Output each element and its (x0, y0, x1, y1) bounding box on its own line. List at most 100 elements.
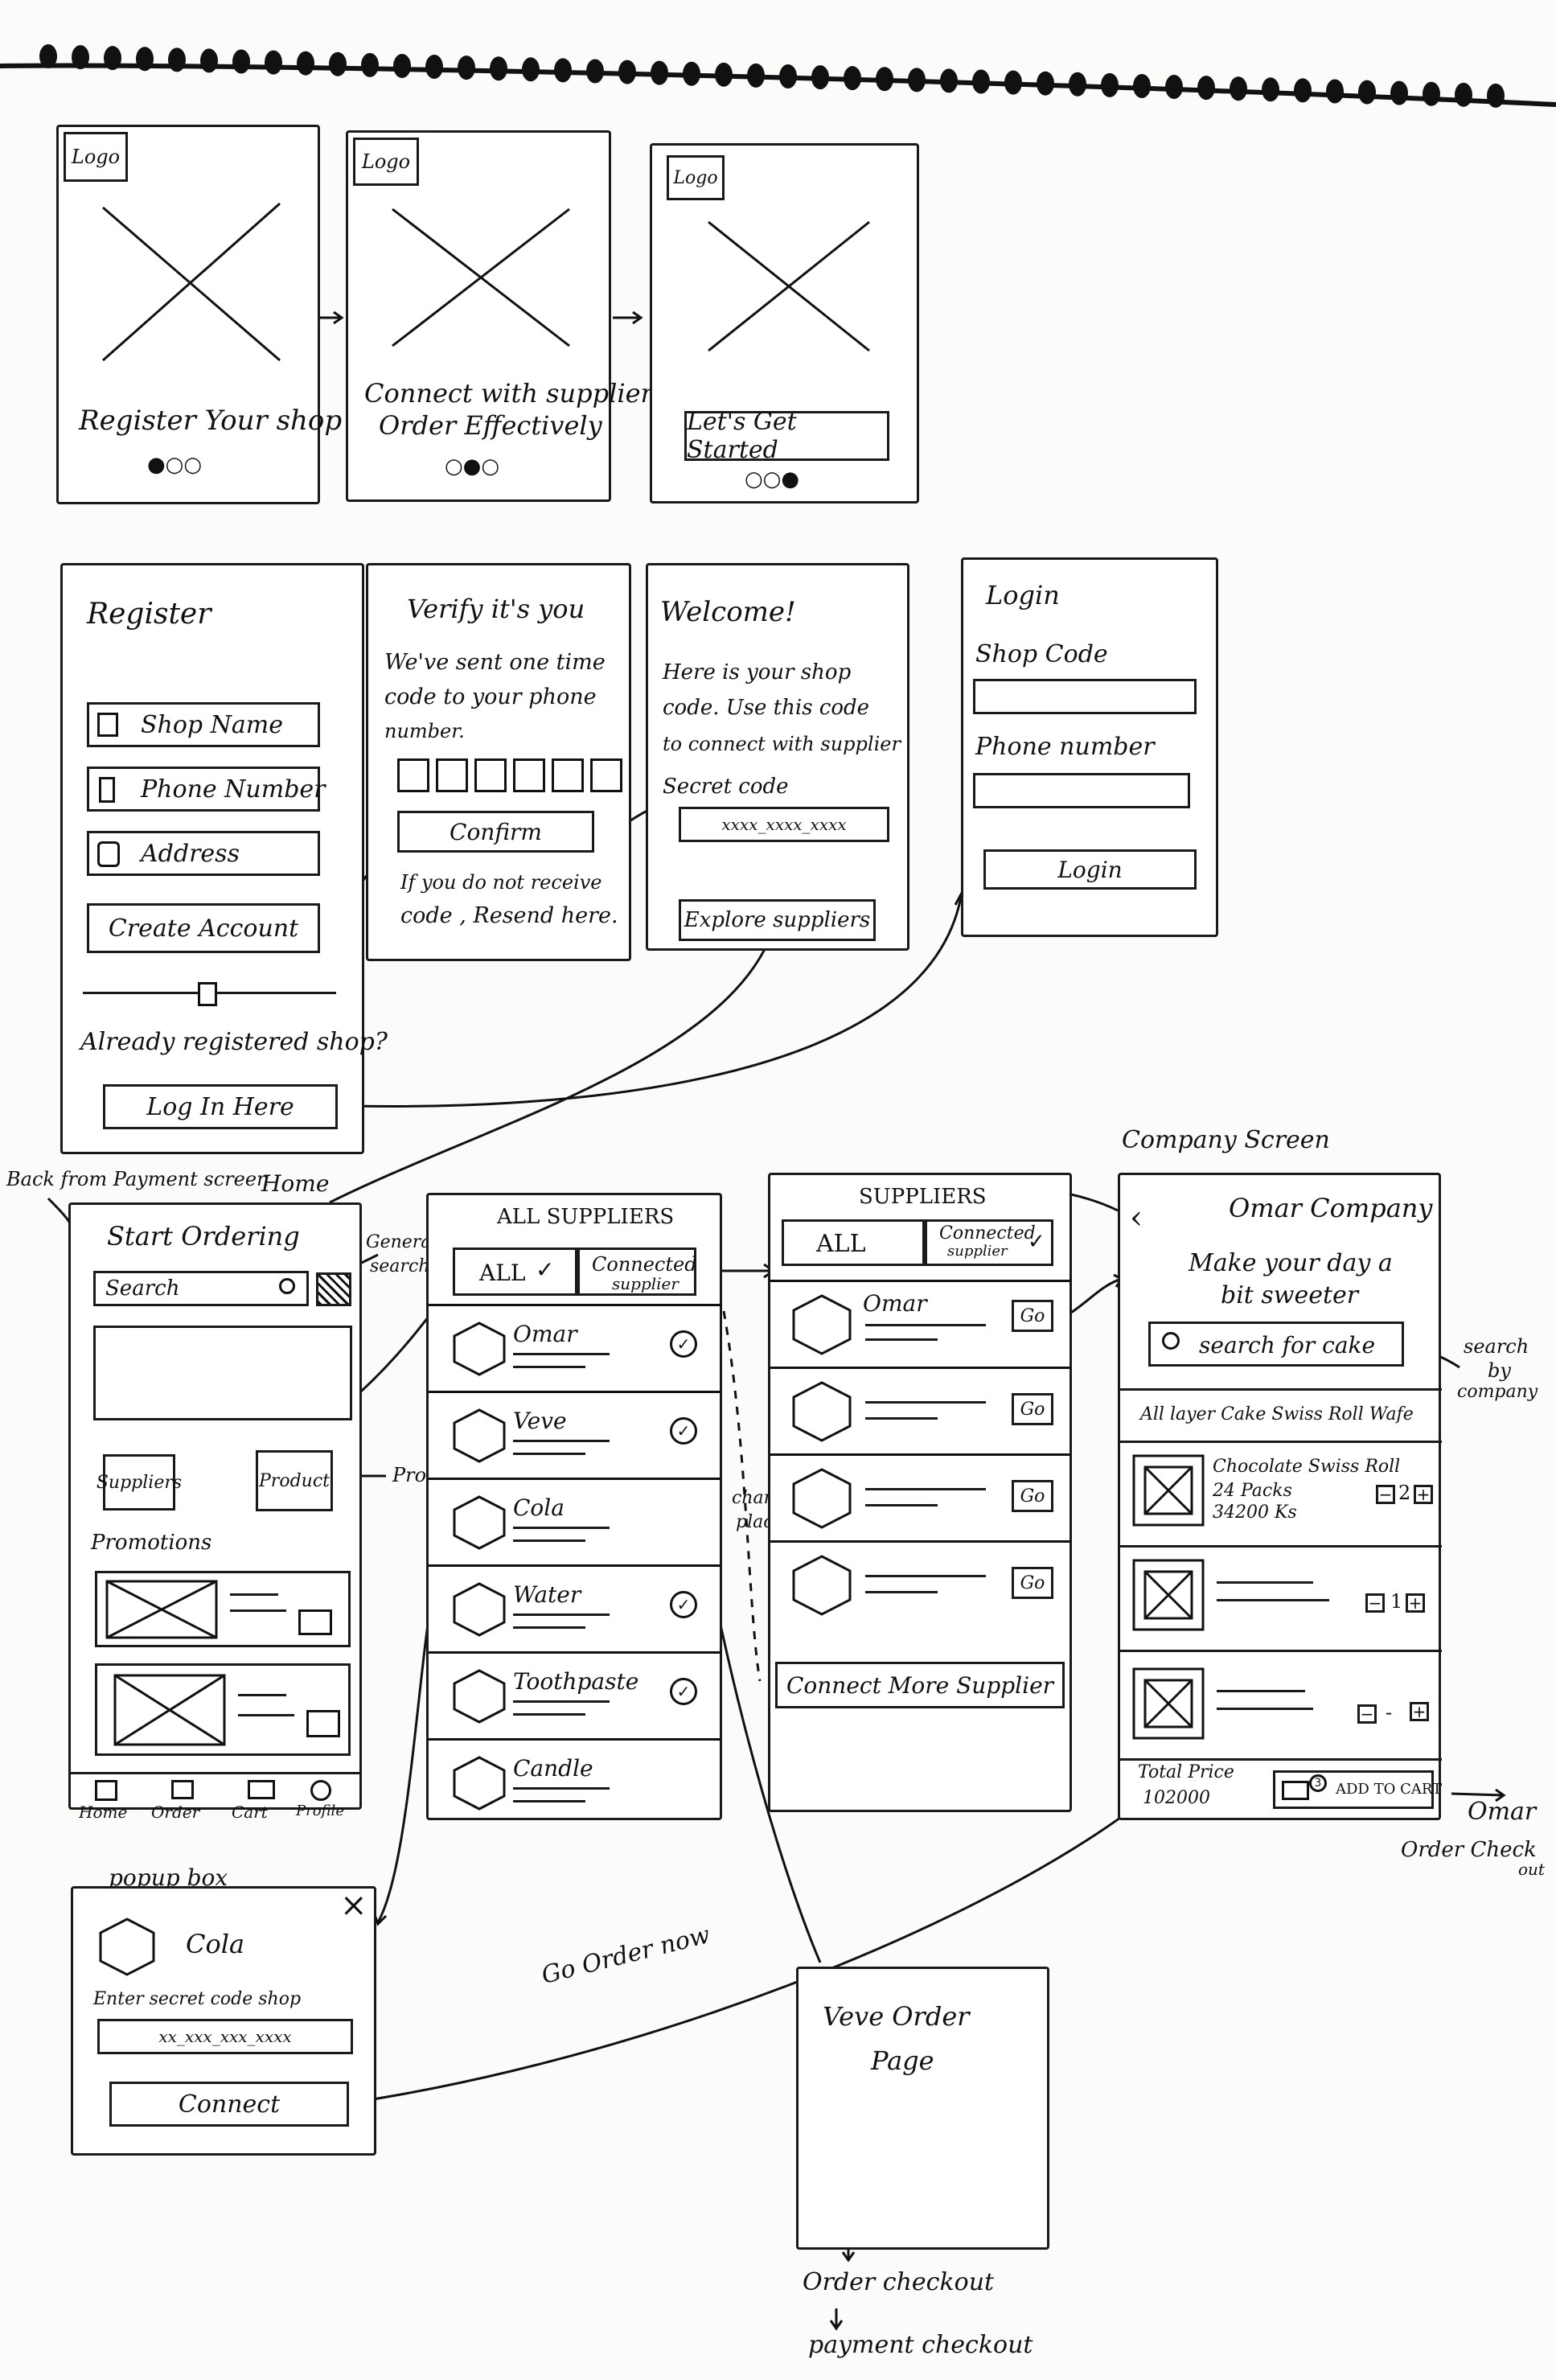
search-input[interactable]: Search (93, 1271, 309, 1306)
shop-name-field[interactable]: Shop Name (87, 702, 320, 747)
product-row-1[interactable]: Chocolate Swiss Roll 24 Packs 34200 Ks −… (1120, 1445, 1442, 1541)
company-title: Omar Company (1229, 1193, 1433, 1223)
logo-placeholder: Logo (353, 138, 419, 186)
supplier-row[interactable]: Candle (429, 1738, 721, 1825)
resend-link[interactable]: code , Resend here. (400, 903, 618, 928)
supplier-row[interactable]: Veve✓ (429, 1391, 721, 1478)
cart-icon (306, 1710, 340, 1737)
otp-inputs[interactable] (397, 758, 622, 792)
welcome-line2: code. Use this code (663, 696, 870, 720)
secret-code-input[interactable]: xx_xxx_xxx_xxxx (97, 2019, 353, 2054)
supplier-row[interactable]: Water✓ (429, 1564, 721, 1651)
suppliers-button[interactable]: Suppliers (96, 1454, 182, 1511)
phone-icon (99, 777, 115, 803)
connected-supplier-row[interactable]: Go (770, 1367, 1071, 1453)
explore-suppliers-button[interactable]: Explore suppliers (679, 899, 876, 941)
phone-number-input[interactable] (973, 773, 1190, 808)
connect-more-supplier-button[interactable]: Connect More Supplier (775, 1662, 1065, 1708)
spiral-ring (1165, 75, 1183, 100)
create-account-button[interactable]: Create Account (87, 903, 320, 953)
go-button[interactable]: Go (1012, 1393, 1053, 1425)
promotion-card-1[interactable] (95, 1571, 351, 1647)
filter-icon[interactable] (316, 1272, 351, 1306)
check-icon: ✓ (536, 1256, 555, 1283)
company-search-input[interactable]: search for cake (1148, 1322, 1404, 1367)
login-here-button[interactable]: Log In Here (103, 1084, 338, 1129)
supplier-row[interactable]: Omar ✓ (429, 1304, 721, 1391)
decrease-button[interactable]: − (1357, 1704, 1377, 1724)
supplier-hexagon-icon (99, 1918, 155, 1976)
spiral-ring (136, 47, 154, 72)
home-screen: Start Ordering Search Suppliers Product … (68, 1202, 362, 1822)
tab-connected-supplier[interactable]: Connected supplier ✓ (925, 1219, 1053, 1266)
secret-code-label: Secret code (663, 775, 789, 799)
spiral-ring (1069, 72, 1086, 97)
go-button[interactable]: Go (1012, 1300, 1053, 1332)
spiral-ring (747, 63, 765, 88)
spiral-ring (490, 56, 507, 81)
onboarding-text-1: Register Your shop (79, 405, 343, 437)
check-circle-icon[interactable]: ✓ (670, 1591, 697, 1618)
promotion-card-2[interactable] (95, 1663, 351, 1756)
popup-supplier-name: Cola (186, 1929, 245, 1959)
cart-icon (1282, 1781, 1309, 1800)
tab-all[interactable]: ALL (782, 1219, 925, 1266)
company-screen: ‹ Omar Company Make your day a bit sweet… (1118, 1173, 1442, 1820)
back-from-payment-note: Back from Payment screen (6, 1168, 269, 1190)
veve-order-page-label: Page (871, 2045, 934, 2076)
supplier-name: Cola (513, 1494, 565, 1521)
spiral-ring (908, 68, 926, 92)
address-field[interactable]: Address (87, 831, 320, 876)
home-note: Home (261, 1170, 330, 1197)
close-icon[interactable]: × (340, 1887, 367, 1924)
connected-supplier-row[interactable]: Go (770, 1540, 1071, 1627)
divider-knob (198, 982, 217, 1006)
connect-button[interactable]: Connect (109, 2082, 349, 2127)
search-icon (279, 1278, 295, 1294)
check-circle-icon[interactable]: ✓ (670, 1417, 697, 1445)
secret-code-display: xxxx_xxxx_xxxx (679, 807, 889, 842)
category-tabs[interactable]: All layer Cake Swiss Roll Wafe (1140, 1404, 1414, 1424)
login-screen: Login Shop Code Phone number Login (961, 557, 1218, 937)
back-arrow-icon[interactable]: ‹ (1130, 1199, 1143, 1236)
decrease-button[interactable]: − (1365, 1593, 1385, 1613)
tab-connected-supplier[interactable]: Connected supplier (577, 1248, 697, 1296)
add-to-cart-button[interactable]: 3 ADD TO CART (1273, 1770, 1442, 1809)
go-button[interactable]: Go (1012, 1567, 1053, 1599)
general-search-note: General (366, 1232, 437, 1252)
register-title: Register (87, 598, 211, 631)
product-row-2[interactable]: − 1 + (1120, 1549, 1442, 1646)
image-placeholder-icon (102, 202, 281, 362)
product-row-3[interactable]: − - + (1120, 1658, 1442, 1754)
tab-all[interactable]: ALL ✓ (453, 1248, 577, 1296)
check-circle-icon[interactable]: ✓ (670, 1678, 697, 1705)
supplier-hexagon-icon (792, 1555, 852, 1616)
lets-get-started-button[interactable]: Let's Get Started (684, 408, 889, 464)
supplier-row[interactable]: Toothpaste✓ (429, 1651, 721, 1738)
product-button[interactable]: Product (256, 1450, 333, 1511)
increase-button[interactable]: + (1414, 1485, 1433, 1504)
increase-button[interactable]: + (1410, 1702, 1429, 1721)
decrease-button[interactable]: − (1376, 1485, 1395, 1504)
company-tagline-2: bit sweeter (1221, 1281, 1359, 1309)
login-button[interactable]: Login (983, 849, 1197, 890)
supplier-name: Omar (513, 1321, 577, 1347)
go-button[interactable]: Go (1012, 1480, 1053, 1512)
veve-order-title: Veve Order (823, 2001, 970, 2032)
confirm-button[interactable]: Confirm (397, 811, 594, 853)
order-checkout-step: Order checkout (803, 2268, 995, 2296)
onboarding-screen-1: Logo Register Your shop ●○○ (56, 125, 342, 504)
welcome-line3: to connect with supplier (663, 733, 901, 755)
spiral-ring (683, 61, 700, 86)
payment-checkout-step: payment checkout (808, 2331, 1033, 2359)
spiral-ring (1326, 79, 1344, 104)
phone-number-field[interactable]: Phone Number (87, 767, 326, 812)
increase-button[interactable]: + (1406, 1593, 1425, 1613)
check-circle-icon[interactable]: ✓ (670, 1330, 697, 1358)
supplier-row[interactable]: Cola (429, 1478, 721, 1564)
connected-supplier-row[interactable]: Go (770, 1453, 1071, 1540)
company-screen-caption: Company Screen (1122, 1126, 1330, 1154)
welcome-line1: Here is your shop (663, 660, 852, 684)
shop-code-input[interactable] (973, 679, 1197, 714)
